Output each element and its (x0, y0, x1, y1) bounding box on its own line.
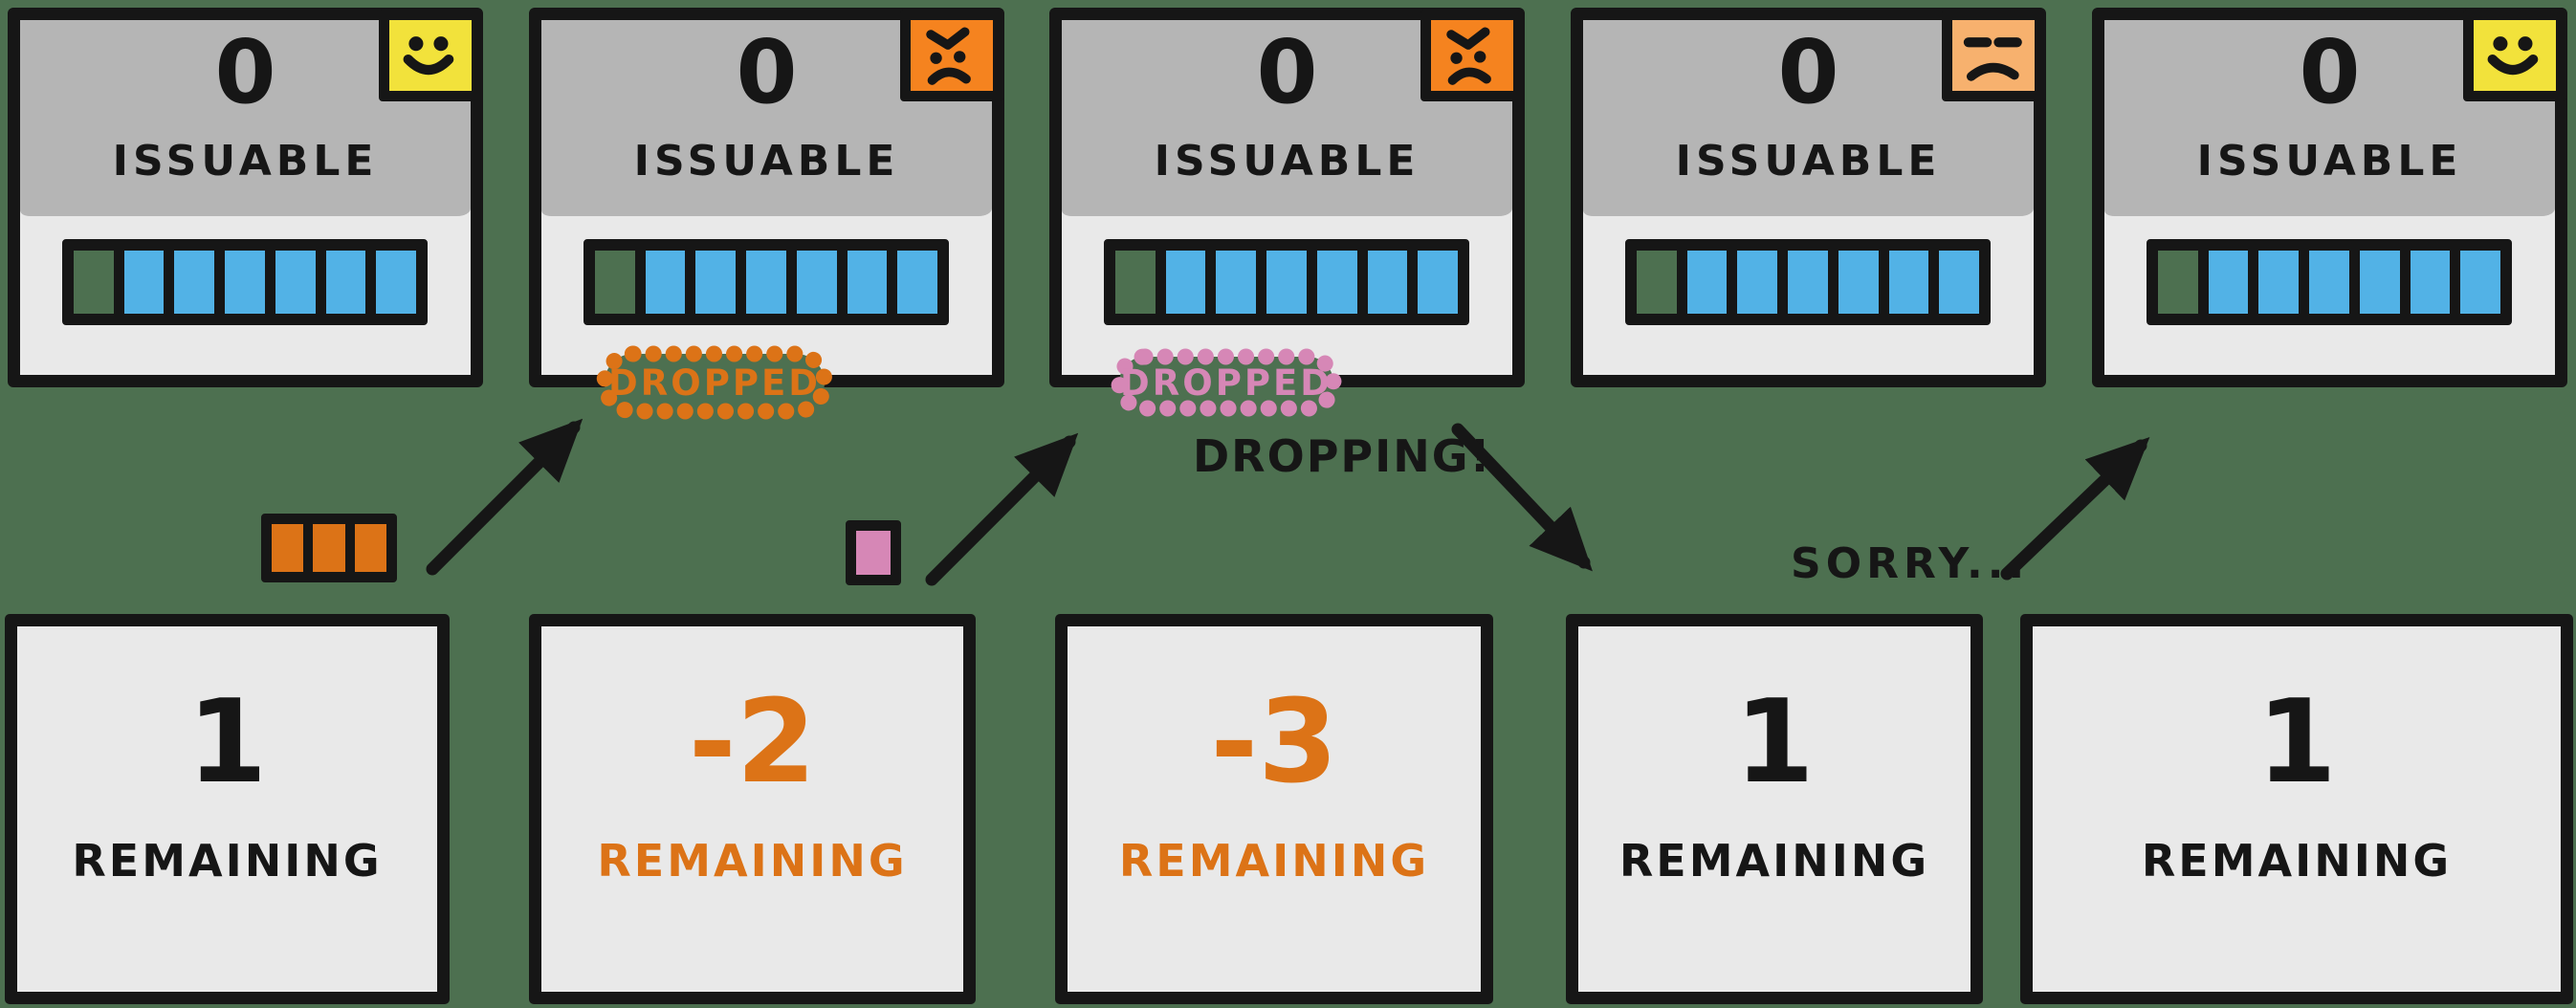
remaining-label: REMAINING (1618, 835, 1930, 887)
bar-cell-filled (1367, 251, 1419, 314)
remaining-value: 1 (1734, 676, 1815, 809)
bar-cell-filled (2258, 251, 2310, 314)
angry-face-icon (900, 10, 1003, 101)
dropped-badge-pink: DROPPED (1106, 343, 1347, 422)
bar-cell-filled (1737, 251, 1789, 314)
remaining-label: REMAINING (1118, 835, 1430, 887)
bar-cell-filled (645, 251, 696, 314)
dropped-badge-label: DROPPED (1120, 362, 1332, 404)
bar-cell-filled (1316, 251, 1368, 314)
issuable-label: ISSUABLE (633, 137, 900, 186)
dropped-tokens-orange (261, 514, 397, 582)
remaining-value: -2 (688, 676, 817, 809)
issuable-panel-5: 0 ISSUABLE (2092, 8, 2567, 387)
remaining-card-2: -2 REMAINING (529, 614, 976, 1004)
bar-cell-empty (1115, 251, 1166, 314)
token-cell (313, 524, 355, 572)
progress-bar (583, 239, 949, 325)
issuable-value: 0 (214, 21, 276, 123)
bar-cell-filled (1216, 251, 1267, 314)
bar-cell-filled (2359, 251, 2411, 314)
angry-face-icon (1420, 10, 1524, 101)
bar-cell-filled (1788, 251, 1838, 314)
bar-cell-filled (1888, 251, 1940, 314)
bar-cell-empty (595, 251, 646, 314)
progress-bar (1625, 239, 1991, 325)
bar-cell-filled (746, 251, 797, 314)
bar-cell-filled (1418, 251, 1459, 314)
remaining-value: -3 (1210, 676, 1338, 809)
bar-cell-filled (1165, 251, 1217, 314)
dropped-badge-label: DROPPED (608, 362, 821, 404)
bar-cell-filled (325, 251, 377, 314)
bar-cell-filled (2309, 251, 2360, 314)
bar-cell-empty (1637, 251, 1687, 314)
sorry-annotation: SORRY... (1791, 539, 2030, 588)
bar-cell-filled (174, 251, 226, 314)
remaining-label: REMAINING (72, 835, 383, 887)
issuable-panel-4: 0 ISSUABLE (1571, 8, 2046, 387)
issuable-value: 0 (1777, 21, 1839, 123)
progress-bar (2147, 239, 2512, 325)
token-cell (354, 524, 386, 572)
issuable-panel-2: 0 ISSUABLE (529, 8, 1004, 387)
bar-cell-filled (2208, 251, 2259, 314)
bar-cell-empty (74, 251, 124, 314)
happy-face-icon (379, 10, 482, 101)
dropping-annotation: DROPPING! (1193, 430, 1492, 482)
remaining-value: 1 (187, 676, 268, 809)
bar-cell-filled (2460, 251, 2501, 314)
remaining-card-1: 1 REMAINING (5, 614, 450, 1004)
issuable-panel-1: 0 ISSUABLE (8, 8, 483, 387)
cloud-outline-icon (1111, 348, 1342, 417)
issuable-label: ISSUABLE (2196, 137, 2463, 186)
cloud-outline-icon (596, 345, 833, 420)
happy-face-icon (2463, 10, 2566, 101)
issuable-label: ISSUABLE (1154, 137, 1420, 186)
bar-cell-filled (796, 251, 848, 314)
token-cell (272, 524, 314, 572)
issuable-value: 0 (1256, 21, 1318, 123)
bar-cell-filled (1838, 251, 1889, 314)
bar-cell-filled (225, 251, 275, 314)
issuable-value: 0 (2299, 21, 2361, 123)
bar-cell-filled (695, 251, 747, 314)
issuable-label: ISSUABLE (1675, 137, 1942, 186)
bar-cell-filled (1686, 251, 1738, 314)
weary-face-icon (1942, 10, 2045, 101)
progress-bar (62, 239, 428, 325)
bar-cell-filled (897, 251, 938, 314)
arrow-icon-to-dropped-2 (925, 432, 1079, 586)
remaining-card-5: 1 REMAINING (2020, 614, 2573, 1004)
remaining-card-3: -3 REMAINING (1055, 614, 1493, 1004)
bar-cell-filled (376, 251, 417, 314)
bar-cell-filled (847, 251, 898, 314)
bar-cell-filled (123, 251, 175, 314)
dropping-token-pink (846, 520, 901, 585)
remaining-label: REMAINING (2141, 835, 2453, 887)
remaining-card-4: 1 REMAINING (1566, 614, 1983, 1004)
dropped-badge-orange: DROPPED (591, 340, 838, 425)
bar-cell-empty (2158, 251, 2209, 314)
issuable-label: ISSUABLE (112, 137, 379, 186)
bar-cell-filled (2410, 251, 2461, 314)
bar-cell-filled (1939, 251, 1980, 314)
bar-cell-filled (1266, 251, 1317, 314)
issuable-value: 0 (736, 21, 798, 123)
issuable-panel-3: 0 ISSUABLE (1049, 8, 1525, 387)
remaining-value: 1 (2257, 676, 2337, 809)
arrow-icon-to-dropped-1 (426, 418, 583, 576)
progress-bar (1104, 239, 1469, 325)
bar-cell-filled (275, 251, 326, 314)
remaining-label: REMAINING (597, 835, 908, 887)
